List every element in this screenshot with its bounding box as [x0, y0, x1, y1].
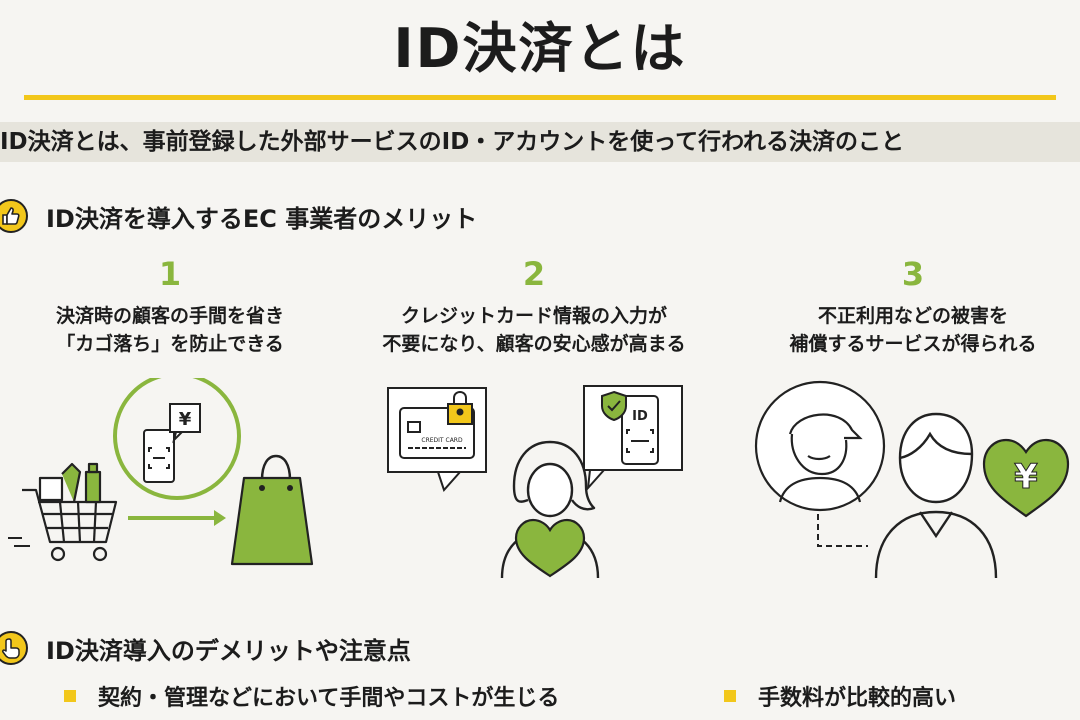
yen-symbol: ¥: [1014, 457, 1038, 497]
merit-text-line: 「カゴ落ち」を防止できる: [56, 333, 284, 355]
yen-heart-icon: ¥: [982, 438, 1070, 518]
thumbs-up-icon: [0, 199, 28, 233]
merit-number: 2: [522, 255, 546, 293]
cart-checkout-illustration: ¥: [8, 378, 314, 566]
arrow-right-icon: [128, 510, 226, 526]
merit-text-line: クレジットカード情報の入力が: [400, 305, 667, 327]
yen-symbol: ¥: [179, 409, 192, 430]
heart-icon: [514, 518, 586, 578]
padlock-icon: [447, 391, 473, 425]
yen-bubble-icon: ¥: [169, 403, 201, 444]
merits-heading-text: ID決済を導入するEC 事業者のメリット: [46, 204, 478, 233]
merit-text-line: 補償するサービスが得られる: [789, 333, 1037, 355]
shield-check-icon: [601, 390, 627, 422]
demerit-item: 手数料が比較的高い: [724, 678, 956, 714]
bullet-square-icon: [64, 690, 76, 702]
merit-text-line: 不要になり、顧客の安心感が高まる: [382, 333, 686, 355]
demerits-heading-text: ID決済導入のデメリットや注意点: [46, 636, 411, 665]
smartphone-icon: [621, 395, 659, 465]
credit-card-bubble: CREDIT CARD: [387, 387, 487, 492]
demerit-item: 契約・管理などにおいて手間やコストが生じる: [64, 678, 559, 714]
merit-text-line: 決済時の顧客の手間を省き: [55, 305, 284, 327]
merit-text-line: 不正利用などの被害を: [817, 305, 1008, 327]
bullet-square-icon: [724, 690, 736, 702]
thief-icon: [754, 380, 886, 512]
focus-circle: [113, 378, 241, 500]
secure-payment-illustration: CREDIT CARD ID: [387, 385, 683, 579]
demerits-heading: ID決済導入のデメリットや注意点: [0, 628, 411, 668]
motion-lines-icon: [8, 537, 30, 547]
dashed-connector: [817, 514, 868, 547]
page-title: ID決済とは: [393, 17, 687, 80]
id-label: ID: [632, 409, 648, 424]
demerit-list: 契約・管理などにおいて手間やコストが生じる 手数料が比較的高い: [0, 678, 1080, 714]
merit-number: 3: [901, 255, 925, 293]
smartphone-icon: [143, 429, 175, 483]
victim-person-icon: [874, 412, 998, 579]
customer-person-icon: [500, 440, 600, 579]
merits-heading: ID決済を導入するEC 事業者のメリット: [0, 196, 477, 236]
shopping-cart-icon: [22, 462, 118, 562]
fraud-protection-illustration: ¥: [754, 380, 1070, 579]
merit-3: 3 不正利用などの被害を 補償するサービスが得られる: [733, 254, 1080, 358]
credit-card-label: CREDIT CARD: [421, 437, 463, 444]
shopping-bag-icon: [230, 454, 314, 566]
merit-1: 1 決済時の顧客の手間を省き 「カゴ落ち」を防止できる: [0, 254, 350, 358]
lead-definition: ID決済とは、事前登録した外部サービスのID・アカウントを使って行われる決済のこ…: [0, 122, 1080, 162]
title-underline: [24, 95, 1056, 100]
merit-number: 1: [158, 255, 182, 293]
pointing-hand-icon: [0, 631, 28, 665]
merit-2: 2 クレジットカード情報の入力が 不要になり、顧客の安心感が高まる: [354, 254, 714, 358]
id-phone-bubble: ID: [583, 385, 683, 492]
